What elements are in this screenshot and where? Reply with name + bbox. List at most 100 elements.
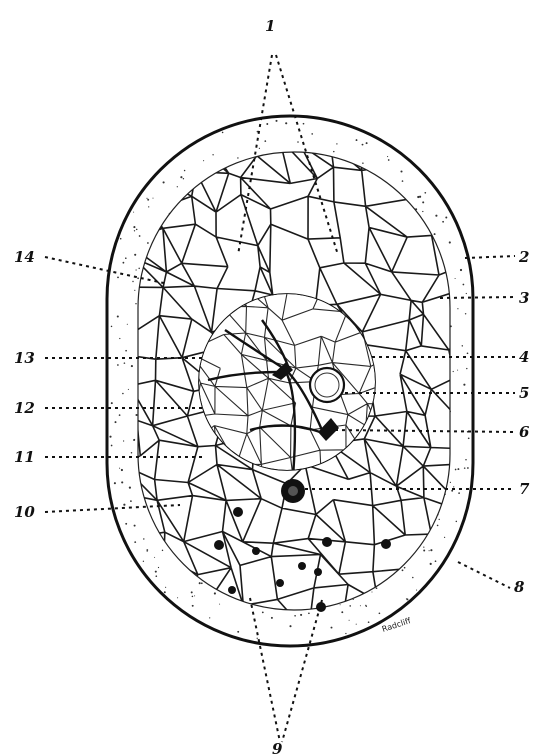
- stipple-dot: [434, 233, 436, 235]
- stipple-dot: [191, 591, 193, 593]
- stipple-dot: [164, 591, 166, 593]
- stipple-dot: [308, 612, 310, 614]
- stipple-dot: [360, 605, 361, 606]
- stipple-dot: [119, 338, 120, 339]
- stipple-dot: [463, 384, 465, 386]
- stipple-dot: [340, 604, 341, 605]
- stipple-dot: [120, 238, 122, 240]
- label-13: 13: [14, 349, 35, 367]
- stipple-dot: [423, 550, 425, 552]
- granule: [298, 562, 306, 570]
- stipple-dot: [457, 308, 458, 309]
- stipple-dot: [439, 519, 440, 520]
- stipple-dot: [165, 587, 166, 588]
- stipple-dot: [402, 569, 404, 571]
- stipple-dot: [264, 140, 266, 142]
- stipple-dot: [114, 482, 116, 484]
- stipple-dot: [455, 278, 456, 279]
- stipple-dot: [294, 615, 296, 617]
- stipple-dot: [455, 469, 457, 471]
- granule: [228, 586, 236, 594]
- stipple-dot: [148, 206, 149, 207]
- stipple-dot: [356, 139, 358, 141]
- stipple-dot: [468, 437, 470, 439]
- stipple-dot: [129, 487, 131, 489]
- stipple-dot: [135, 269, 136, 270]
- granule: [314, 568, 322, 576]
- stipple-dot: [128, 389, 129, 390]
- stipple-dot: [163, 181, 165, 183]
- stipple-dot: [124, 362, 126, 364]
- stipple-dot: [121, 469, 123, 471]
- stipple-dot: [462, 345, 463, 346]
- leader-2: [465, 256, 515, 258]
- stipple-dot: [111, 326, 113, 328]
- stipple-dot: [115, 421, 117, 423]
- stipple-dot: [445, 217, 447, 219]
- stipple-dot: [237, 631, 239, 633]
- stipple-dot: [133, 439, 135, 441]
- stipple-dot: [362, 162, 364, 164]
- stipple-dot: [192, 596, 194, 598]
- label-5: 5: [519, 384, 529, 402]
- stipple-dot: [349, 605, 351, 607]
- label-10: 10: [14, 503, 35, 521]
- stipple-dot: [257, 638, 258, 639]
- stipple-dot: [356, 624, 357, 625]
- stipple-dot: [311, 133, 313, 135]
- stipple-dot: [458, 492, 460, 494]
- stipple-dot: [180, 176, 182, 178]
- stipple-dot: [388, 159, 390, 161]
- stipple-dot: [117, 364, 119, 366]
- stipple-dot: [177, 597, 178, 598]
- stipple-dot: [183, 178, 184, 179]
- stipple-dot: [400, 170, 402, 172]
- stipple-dot: [135, 303, 136, 304]
- stipple-dot: [146, 549, 148, 551]
- stipple-dot: [131, 365, 133, 367]
- stipple-dot: [467, 352, 469, 354]
- stipple-dot: [457, 370, 458, 371]
- stipple-dot: [158, 567, 159, 568]
- stipple-dot: [463, 284, 465, 286]
- stipple-dot: [435, 560, 437, 562]
- granule: [214, 540, 224, 550]
- stipple-dot: [387, 156, 388, 157]
- stipple-dot: [177, 186, 178, 187]
- stipple-dot: [450, 482, 451, 483]
- granule: [233, 507, 243, 517]
- stipple-dot: [417, 196, 419, 198]
- stipple-dot: [412, 577, 414, 579]
- stipple-dot: [341, 611, 343, 613]
- stipple-dot: [123, 440, 124, 441]
- stipple-dot: [451, 490, 453, 492]
- stipple-dot: [289, 625, 291, 627]
- stipple-dot: [376, 587, 378, 589]
- granule: [252, 547, 260, 555]
- label-9: 9: [272, 740, 283, 755]
- stipple-dot: [465, 313, 466, 314]
- stipple-dot: [406, 598, 407, 599]
- centrosome-core: [288, 486, 298, 496]
- label-14: 14: [14, 248, 35, 266]
- stipple-dot: [212, 154, 213, 155]
- stipple-dot: [199, 582, 201, 584]
- stipple-dot: [402, 180, 404, 182]
- label-8: 8: [514, 578, 525, 596]
- stipple-dot: [155, 575, 157, 577]
- label-3: 3: [519, 289, 529, 307]
- stipple-dot: [456, 521, 458, 523]
- stipple-dot: [138, 268, 139, 269]
- stipple-dot: [132, 281, 133, 282]
- stipple-dot: [285, 122, 287, 124]
- label-11: 11: [14, 448, 35, 466]
- stipple-dot: [130, 500, 132, 502]
- stipple-dot: [422, 211, 423, 212]
- stipple-dot: [209, 617, 210, 618]
- leader-8: [458, 562, 510, 588]
- label-1: 1: [265, 17, 275, 35]
- stipple-dot: [134, 254, 136, 256]
- stipple-dot: [423, 546, 424, 547]
